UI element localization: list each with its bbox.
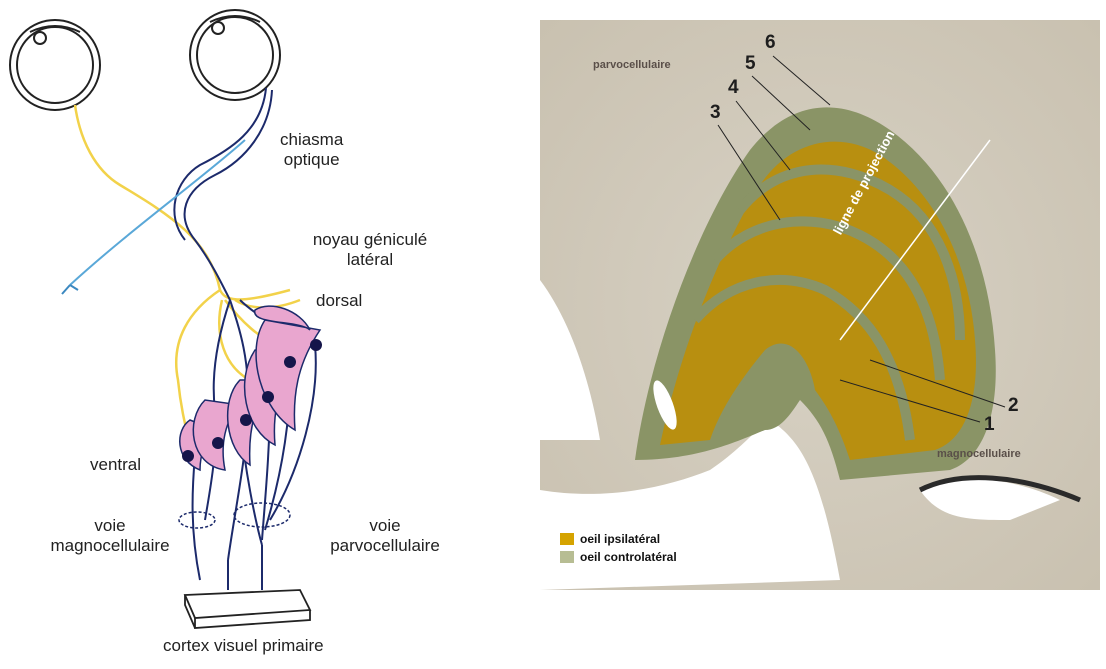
pathway-drawing — [0, 0, 520, 664]
magno-pathway-ring — [179, 512, 215, 528]
cortex-slab — [185, 590, 310, 628]
legend-label-ipsilateral: oeil ipsilatéral — [580, 532, 660, 546]
ventral-label: ventral — [90, 455, 141, 475]
legend-swatch-ipsilateral — [560, 533, 574, 545]
lgn-label: noyau géniculé latéral — [305, 230, 435, 270]
parvocellular-label: parvocellulaire — [593, 59, 671, 71]
magno-pathway-label: voie magnocellulaire — [45, 516, 175, 556]
lgn-layers — [180, 306, 320, 470]
ipsilateral-fiber-main — [220, 290, 290, 299]
dorsal-label: dorsal — [316, 291, 362, 311]
left-eye-icon — [10, 20, 100, 110]
lgn-histology-figure: 6 5 4 3 2 1 parvocellulaire magnocellula… — [540, 20, 1100, 590]
layer-number-3: 3 — [710, 102, 721, 124]
contralateral-fiber — [185, 90, 272, 300]
right-eye-icon — [190, 10, 280, 100]
histology-section — [540, 20, 1100, 590]
chiasma-label: chiasma optique — [280, 130, 343, 170]
legend-ipsilateral: oeil ipsilatéral — [560, 532, 660, 546]
layer-number-1: 1 — [984, 414, 995, 436]
cortex-label: cortex visuel primaire — [163, 636, 324, 656]
layer-number-2: 2 — [1008, 395, 1019, 417]
magnocellular-label: magnocellulaire — [937, 448, 1021, 460]
layer-number-5: 5 — [745, 53, 756, 75]
parvo-pathway-label: voie parvocellulaire — [320, 516, 450, 556]
legend-label-contralateral: oeil controlatéral — [580, 550, 677, 564]
lgn-pathway-diagram: chiasma optique noyau géniculé latéral d… — [0, 0, 520, 664]
legend-contralateral: oeil controlatéral — [560, 550, 677, 564]
legend-swatch-contralateral — [560, 551, 574, 563]
layer-number-4: 4 — [728, 77, 739, 99]
layer-number-6: 6 — [765, 32, 776, 54]
parvo-pathway-ring — [234, 503, 290, 527]
